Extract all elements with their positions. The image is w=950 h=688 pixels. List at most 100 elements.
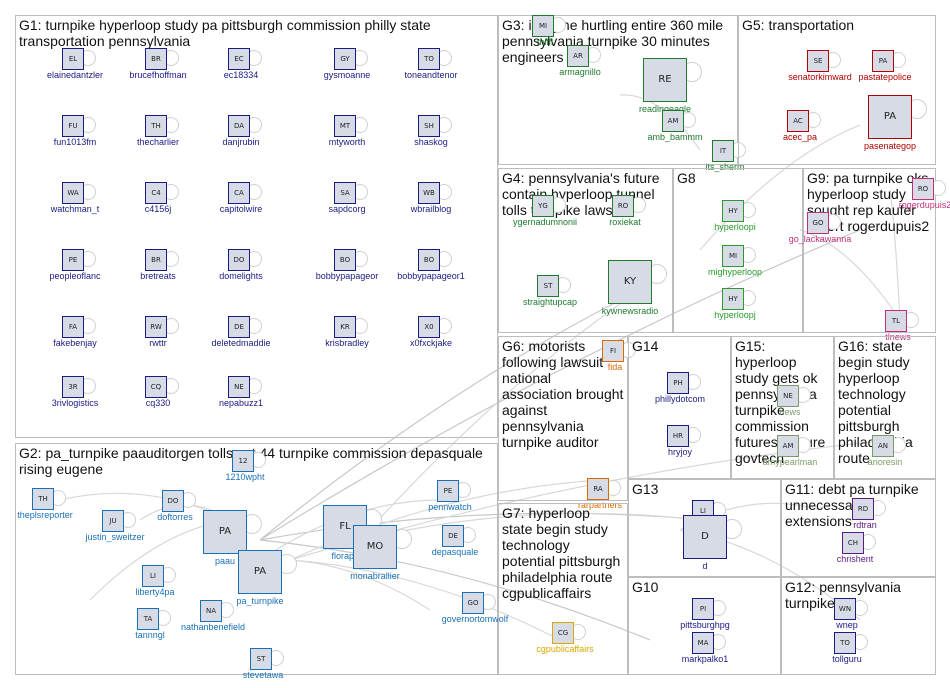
- user-avatar-icon: ST: [250, 648, 272, 670]
- node-label: danjrubin: [222, 137, 260, 147]
- node-label: fida: [607, 362, 623, 372]
- user-avatar-icon: 3R: [62, 376, 84, 398]
- user-avatar-icon: PA: [203, 510, 247, 554]
- node-label: amb_bammm: [647, 132, 703, 142]
- user-avatar-icon: NE: [777, 385, 799, 407]
- user-avatar-icon: GO: [807, 212, 829, 234]
- node-label: stevetawa: [242, 670, 284, 680]
- node-label: elainedantzler: [46, 70, 104, 80]
- user-avatar-icon: PE: [437, 480, 459, 502]
- user-avatar-icon: CH: [842, 532, 864, 554]
- user-avatar-icon: HR: [667, 425, 689, 447]
- node-label: hryjoy: [667, 447, 692, 457]
- user-avatar-icon: DA: [228, 115, 250, 137]
- node-label: chrishent: [836, 554, 874, 564]
- user-avatar-icon: 12: [232, 450, 254, 472]
- node-label: go_lackawanna: [788, 234, 852, 244]
- node-label: watchman_t: [50, 204, 100, 214]
- user-avatar-icon: RD: [852, 498, 874, 520]
- node-label: pa_turnpike: [236, 596, 284, 606]
- node-label: acec_pa: [782, 132, 818, 142]
- node-label: anoresin: [867, 457, 903, 467]
- user-avatar-icon: WB: [418, 182, 440, 204]
- node-label: c4156j: [144, 204, 172, 214]
